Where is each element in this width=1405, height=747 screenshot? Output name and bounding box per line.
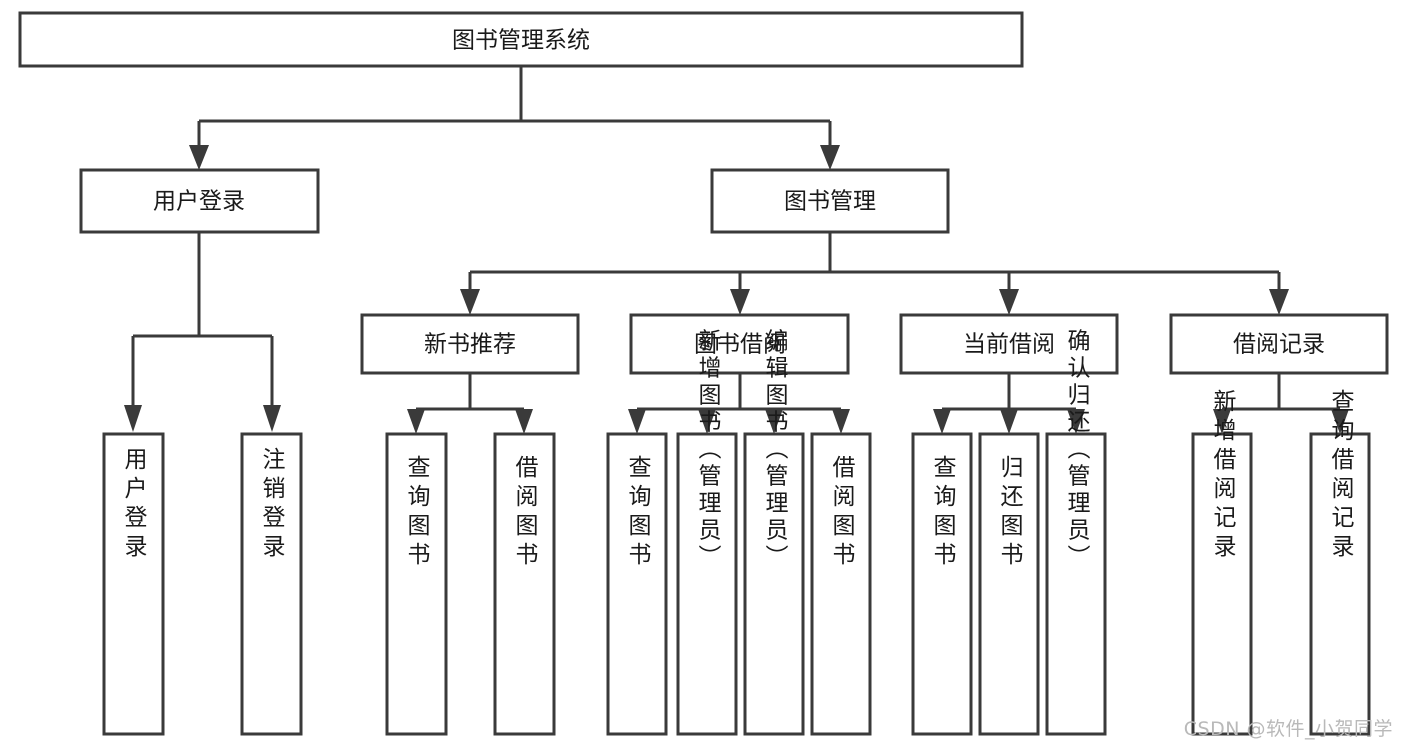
- node-borrow-record[interactable]: 借阅记录: [1169, 313, 1389, 375]
- arrow-head-icon: [999, 289, 1019, 315]
- node-root[interactable]: 图书管理系统: [18, 11, 1024, 68]
- arrow-head-icon: [1213, 409, 1231, 434]
- node-root-label: 图书管理系统: [452, 28, 590, 54]
- leaf-node[interactable]: 注销登录: [240, 432, 303, 736]
- arrow-head-icon: [263, 405, 281, 432]
- leaf-label: 新增图书（管理员）: [694, 329, 722, 572]
- node-root-box[interactable]: [18, 11, 1024, 68]
- arrow-head-icon: [628, 409, 646, 434]
- leaf-label: 借阅图书: [511, 455, 539, 571]
- node-current-borrow[interactable]: 当前借阅: [899, 313, 1119, 375]
- arrow-head-icon: [1331, 409, 1349, 434]
- node-current-borrow-box[interactable]: [899, 313, 1119, 375]
- arrow-head-icon: [698, 409, 716, 434]
- leaf-node[interactable]: 用户登录: [102, 432, 165, 736]
- leaf-box[interactable]: [606, 432, 668, 736]
- leaf-node[interactable]: 查询图书: [385, 432, 448, 736]
- arrow-head-icon: [515, 409, 533, 434]
- leaf-box[interactable]: [743, 432, 805, 736]
- arrow-head-icon: [460, 289, 480, 315]
- node-new-book-rec[interactable]: 新书推荐: [360, 313, 580, 375]
- arrow-head-icon: [820, 145, 840, 170]
- leaf-box[interactable]: [810, 432, 872, 736]
- node-user-login-label: 用户登录: [153, 189, 245, 215]
- arrow-head-icon: [124, 405, 142, 432]
- arrow-head-icon: [407, 409, 425, 434]
- connector-group-current: [933, 373, 1085, 434]
- arrow-head-icon: [1000, 409, 1018, 434]
- leaf-node[interactable]: 查询借阅记录: [1309, 389, 1371, 736]
- connector-group-root: [189, 66, 840, 170]
- leaf-box[interactable]: [385, 432, 448, 736]
- node-new-book-rec-box[interactable]: [360, 313, 580, 375]
- leaf-label: 编辑图书（管理员）: [761, 329, 789, 572]
- leaf-box[interactable]: [978, 432, 1040, 736]
- leaf-label: 查询图书: [403, 455, 431, 571]
- node-book-manage-box[interactable]: [710, 168, 950, 234]
- leaf-label: 归还图书: [996, 455, 1024, 571]
- leaf-node[interactable]: 确认归还（管理员）: [1045, 329, 1107, 736]
- node-borrow-record-box[interactable]: [1169, 313, 1389, 375]
- connector-group-borrow: [628, 373, 850, 434]
- arrow-head-icon: [189, 145, 209, 170]
- leaf-label: 确认归还（管理员）: [1063, 329, 1091, 572]
- connector-group-user-login: [124, 232, 281, 432]
- node-book-manage-label: 图书管理: [784, 189, 876, 215]
- node-current-borrow-label: 当前借阅: [963, 332, 1055, 358]
- node-user-login[interactable]: 用户登录: [79, 168, 320, 234]
- node-book-borrow-box[interactable]: [629, 313, 850, 375]
- leaf-box[interactable]: [1309, 432, 1371, 736]
- node-user-login-box[interactable]: [79, 168, 320, 234]
- arrow-head-icon: [1067, 409, 1085, 434]
- leaf-node[interactable]: 新增图书（管理员）: [676, 329, 738, 736]
- leaf-box[interactable]: [1045, 432, 1107, 736]
- node-book-manage[interactable]: 图书管理: [710, 168, 950, 234]
- leaf-node[interactable]: 查询图书: [911, 432, 973, 736]
- leaf-node[interactable]: 新增借阅记录: [1191, 389, 1253, 736]
- leaf-node[interactable]: 编辑图书（管理员）: [743, 329, 805, 736]
- leaf-node[interactable]: 借阅图书: [810, 432, 872, 736]
- leaf-label: 用户登录: [120, 447, 148, 563]
- leaf-node[interactable]: 归还图书: [978, 432, 1040, 736]
- connector-group-new-book: [407, 373, 533, 434]
- arrow-head-icon: [832, 409, 850, 434]
- leaf-label: 借阅图书: [828, 455, 856, 571]
- arrow-head-icon: [933, 409, 951, 434]
- node-new-book-rec-label: 新书推荐: [424, 332, 516, 358]
- leaf-box[interactable]: [676, 432, 738, 736]
- arrow-head-icon: [730, 289, 750, 315]
- leaf-box[interactable]: [493, 432, 556, 736]
- leaf-box[interactable]: [1191, 432, 1253, 736]
- leaf-label: 查询借阅记录: [1327, 389, 1355, 563]
- node-borrow-record-label: 借阅记录: [1233, 332, 1325, 358]
- leaf-label: 注销登录: [258, 447, 286, 563]
- leaf-node[interactable]: 查询图书: [606, 432, 668, 736]
- node-book-borrow-label: 图书借阅: [694, 332, 786, 358]
- leaf-box[interactable]: [911, 432, 973, 736]
- csdn-watermark: CSDN @软件_小贺同学: [1183, 718, 1393, 740]
- leaf-node[interactable]: 借阅图书: [493, 432, 556, 736]
- connector-group-record: [1213, 373, 1349, 434]
- connector-group-book-manage: [460, 232, 1289, 315]
- leaf-label: 新增借阅记录: [1209, 389, 1237, 563]
- leaf-box[interactable]: [102, 432, 165, 736]
- node-book-borrow[interactable]: 图书借阅: [629, 313, 850, 375]
- leaf-box[interactable]: [240, 432, 303, 736]
- leaf-label: 查询图书: [624, 455, 652, 571]
- arrow-head-icon: [765, 409, 783, 434]
- leaf-label: 查询图书: [929, 455, 957, 571]
- arrow-head-icon: [1269, 289, 1289, 315]
